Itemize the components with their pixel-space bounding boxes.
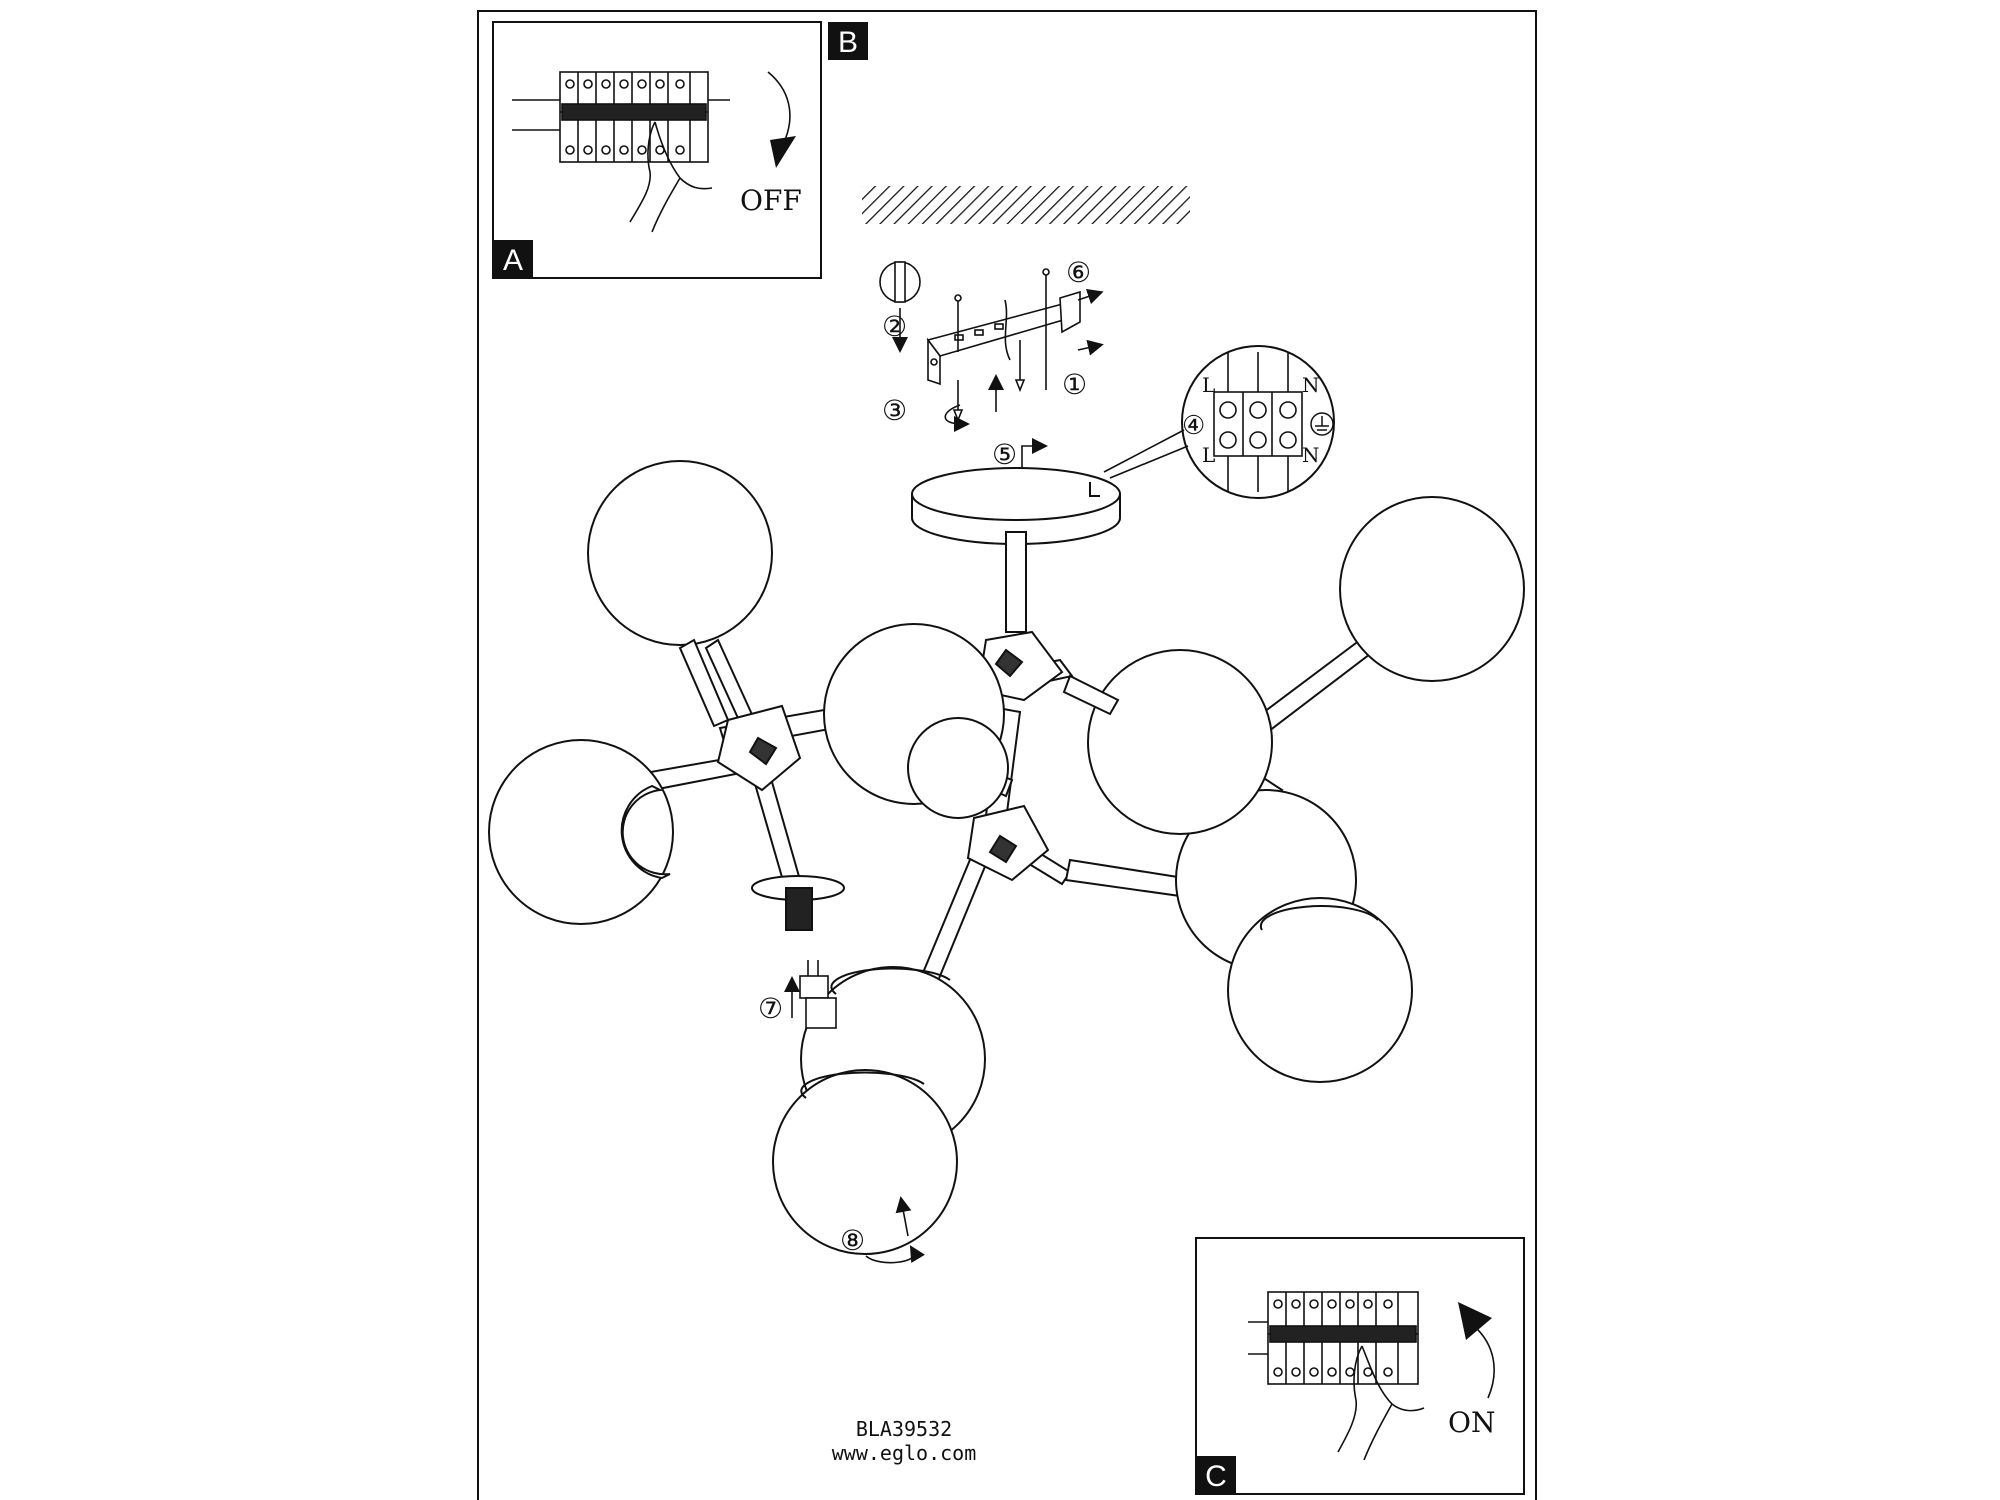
term-n-bottom: N (1302, 443, 1320, 467)
earth-ground-icon (1310, 412, 1334, 436)
step-1: ① (1062, 368, 1087, 401)
wall-plug-icon (879, 261, 921, 353)
rotate-arrow-icon (767, 71, 791, 141)
panel-switch-on: C ON (1195, 1237, 1525, 1495)
g9-bulb (784, 960, 837, 1029)
circuit-breaker-icon (1248, 1291, 1419, 1385)
term-n-top: N (1302, 373, 1320, 397)
label-c: C (1205, 1460, 1227, 1493)
label-a: A (503, 244, 523, 277)
terminal-block-zoom: L L N N ④ (1103, 345, 1335, 499)
mounting-bracket (926, 268, 1081, 423)
circuit-breaker-icon (512, 71, 730, 163)
step-8: ⑧ (840, 1224, 865, 1257)
label-b: B (838, 26, 858, 59)
rotate-arrow-icon (1473, 1325, 1495, 1399)
panel-switch-off: B A (492, 21, 868, 279)
hand-icon (1337, 1345, 1425, 1461)
badge-a (493, 240, 533, 278)
step-7: ⑦ (758, 992, 783, 1025)
off-label: OFF (740, 184, 802, 217)
step-3: ③ (882, 394, 907, 427)
step-6: ⑥ (1066, 256, 1091, 289)
model-number: BLA39532 (856, 1417, 952, 1441)
step-2: ② (882, 310, 907, 343)
badge-b (828, 22, 868, 60)
website: www.eglo.com (832, 1441, 977, 1465)
step-5: ⑤ (992, 438, 1017, 471)
hand-icon (629, 121, 713, 233)
globe-lamp-icon (488, 460, 1525, 1255)
badge-c (1196, 1456, 1236, 1494)
page-frame (477, 10, 1537, 1500)
ceiling-hatch (862, 186, 1190, 224)
step-4: ④ (1182, 411, 1205, 441)
term-l-top: L (1202, 373, 1215, 397)
on-label: ON (1448, 1406, 1495, 1439)
term-l-bottom: L (1202, 443, 1215, 467)
